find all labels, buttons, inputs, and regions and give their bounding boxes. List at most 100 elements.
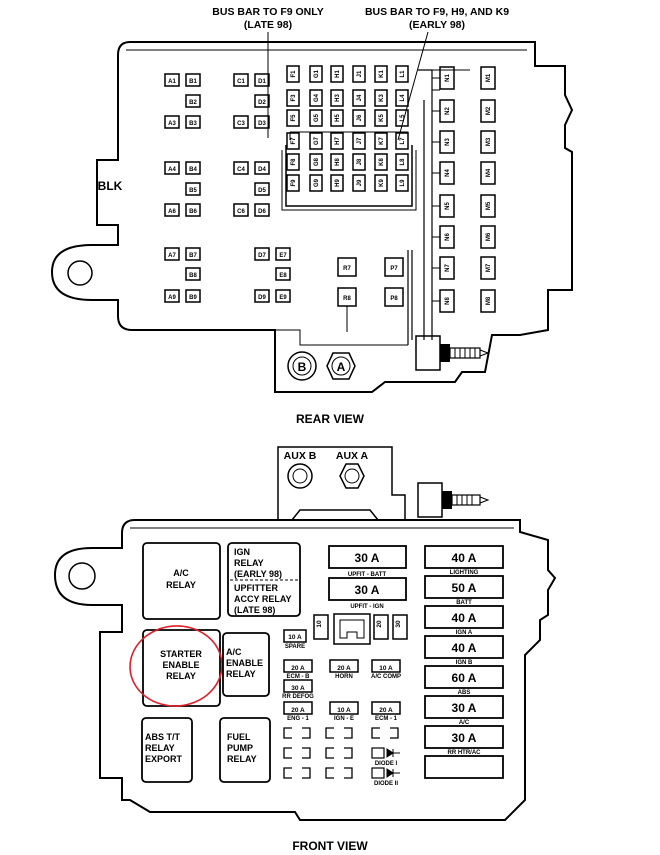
cavity-label: D6 <box>258 209 266 215</box>
mini-fuse-label: ECM - 1 <box>375 716 398 722</box>
fuse-cavity-L7 <box>395 132 409 150</box>
fuse-cavity-label: H3 <box>335 94 341 102</box>
mini-fuse <box>371 701 401 715</box>
starter-relay-line3: RELAY <box>166 671 196 681</box>
callout-late98: BUS BAR TO F9 ONLY (LATE 98) <box>212 6 324 138</box>
cavity-label: A1 <box>168 79 176 85</box>
maxi-fuse-amp: 30 A <box>452 701 477 715</box>
cavity-B3 <box>185 115 201 129</box>
fuse-cavity-label: L4 <box>400 94 406 102</box>
cavity-A3 <box>164 115 180 129</box>
fuse-cavity-J8 <box>352 153 366 171</box>
cavity-label: C6 <box>237 209 245 215</box>
cavity-label: M6 <box>486 232 492 241</box>
cavity-B2 <box>185 94 201 108</box>
fuse-cavity-label: G9 <box>314 178 320 187</box>
starter-relay-line2: ENABLE <box>162 660 199 670</box>
fuse-cavity-K5 <box>374 109 388 127</box>
cavity-label: N1 <box>445 74 451 82</box>
cavity-M6 <box>480 225 496 249</box>
maxi-fuse-amp: 60 A <box>452 671 477 685</box>
cavity-B4 <box>185 161 201 175</box>
fuse-cavity-J9 <box>352 174 366 192</box>
cavity-M3 <box>480 130 496 154</box>
fuse-cavity-label: K9 <box>379 179 385 187</box>
cavity-E7 <box>275 247 291 261</box>
empty-slot <box>325 747 353 759</box>
bus-bar-early98 <box>281 150 417 211</box>
fuse-cavity-label: K8 <box>379 158 385 166</box>
upfitter-line2: ACCY RELAY <box>234 594 292 604</box>
ac-relay: A/C RELAY <box>142 542 221 620</box>
fuse-cavity-G7 <box>309 132 323 150</box>
ign-relay-line3: (EARLY 98) <box>234 569 282 579</box>
cavity-E9 <box>275 289 291 303</box>
fuse-cavity-L8 <box>395 153 409 171</box>
fuse-cavity-H1 <box>330 65 344 83</box>
mini-fuse-amp: 30 A <box>291 685 305 692</box>
cavity-A7 <box>164 247 180 261</box>
cell-R8: R8 <box>343 296 351 302</box>
vfuse-30-text: 30 <box>395 620 402 628</box>
mini-fuse-label: RR DEFOG <box>282 694 314 700</box>
cavity-label: D4 <box>258 167 266 173</box>
fuse-cavity-label: F9 <box>291 179 297 187</box>
fuse-cavity-G1 <box>309 65 323 83</box>
maxi-fuse <box>424 695 504 719</box>
fuse-cavity-label: L5 <box>400 114 406 122</box>
fuse-cavity-L5 <box>395 109 409 127</box>
mini-fuse <box>283 679 313 693</box>
empty-slot <box>325 767 353 779</box>
fuse-cavity-H9 <box>330 174 344 192</box>
fuse-cavity-F5 <box>286 109 300 127</box>
mini-fuse-label: HORN <box>335 674 353 680</box>
ign-relay-line2: RELAY <box>234 558 264 568</box>
rear-r-cells: R7 R8 <box>337 257 357 332</box>
fuse-cavity-label: K7 <box>379 137 385 145</box>
cavity-D5 <box>254 182 270 196</box>
cavity-C6 <box>233 203 249 217</box>
fuse-cavity-label: G7 <box>314 136 320 145</box>
cavity-label: E7 <box>279 253 287 259</box>
terminal-a: A <box>326 352 356 380</box>
cavity-label: M8 <box>486 296 492 305</box>
empty-slot <box>325 727 353 739</box>
cavity-label: D7 <box>258 253 266 259</box>
diode-1: DIODE I <box>371 747 400 767</box>
diode-2: DIODE II <box>371 767 400 787</box>
aux-b-label: AUX B <box>284 450 317 462</box>
cavity-label: D9 <box>258 295 266 301</box>
maxi-upfit-batt-amp: 30 A <box>355 551 380 565</box>
maxi-fuse-amp: 40 A <box>452 641 477 655</box>
terminal-b-label: B <box>298 360 307 374</box>
mini-fuse-label: ENG - 1 <box>287 716 309 722</box>
cavity-label: B9 <box>189 295 197 301</box>
cavity-label: N4 <box>445 169 451 177</box>
cell-R7: R7 <box>343 266 351 272</box>
cavity-M2 <box>480 99 496 123</box>
empty-slot <box>283 767 311 779</box>
fuel-pump-relay: FUEL PUMP RELAY <box>219 717 271 783</box>
ac-enable-relay: A/C ENABLE RELAY <box>222 632 270 697</box>
fuse-cavity-label: L1 <box>400 70 406 78</box>
mini-fuse <box>329 659 359 673</box>
callout-early98-line1: BUS BAR TO F9, H9, AND K9 <box>365 6 509 18</box>
vertical-fuse-30: 30 <box>392 614 408 640</box>
cavity-label: D2 <box>258 100 266 106</box>
rear-view-title: REAR VIEW <box>296 412 365 426</box>
cavity-label: E8 <box>279 273 287 279</box>
fuse-cavity-L4 <box>395 89 409 107</box>
cavity-C3 <box>233 115 249 129</box>
aux-a-post: AUX A <box>336 450 369 489</box>
fuse-cavity-label: J4 <box>357 94 363 101</box>
fuse-cavity-label: H1 <box>335 70 341 78</box>
vfuse-10-text: 10 <box>316 620 323 628</box>
fuse-cavity-H5 <box>330 109 344 127</box>
abs-tt-relay: ABS T/T RELAY EXPORT <box>141 717 193 783</box>
mount-hole-front <box>68 562 96 590</box>
callout-late98-line2: (LATE 98) <box>244 19 292 31</box>
front-bolt-stud <box>417 482 490 518</box>
fuse-cavity-F7 <box>286 132 300 150</box>
fuse-cavity-label: G4 <box>314 93 320 102</box>
